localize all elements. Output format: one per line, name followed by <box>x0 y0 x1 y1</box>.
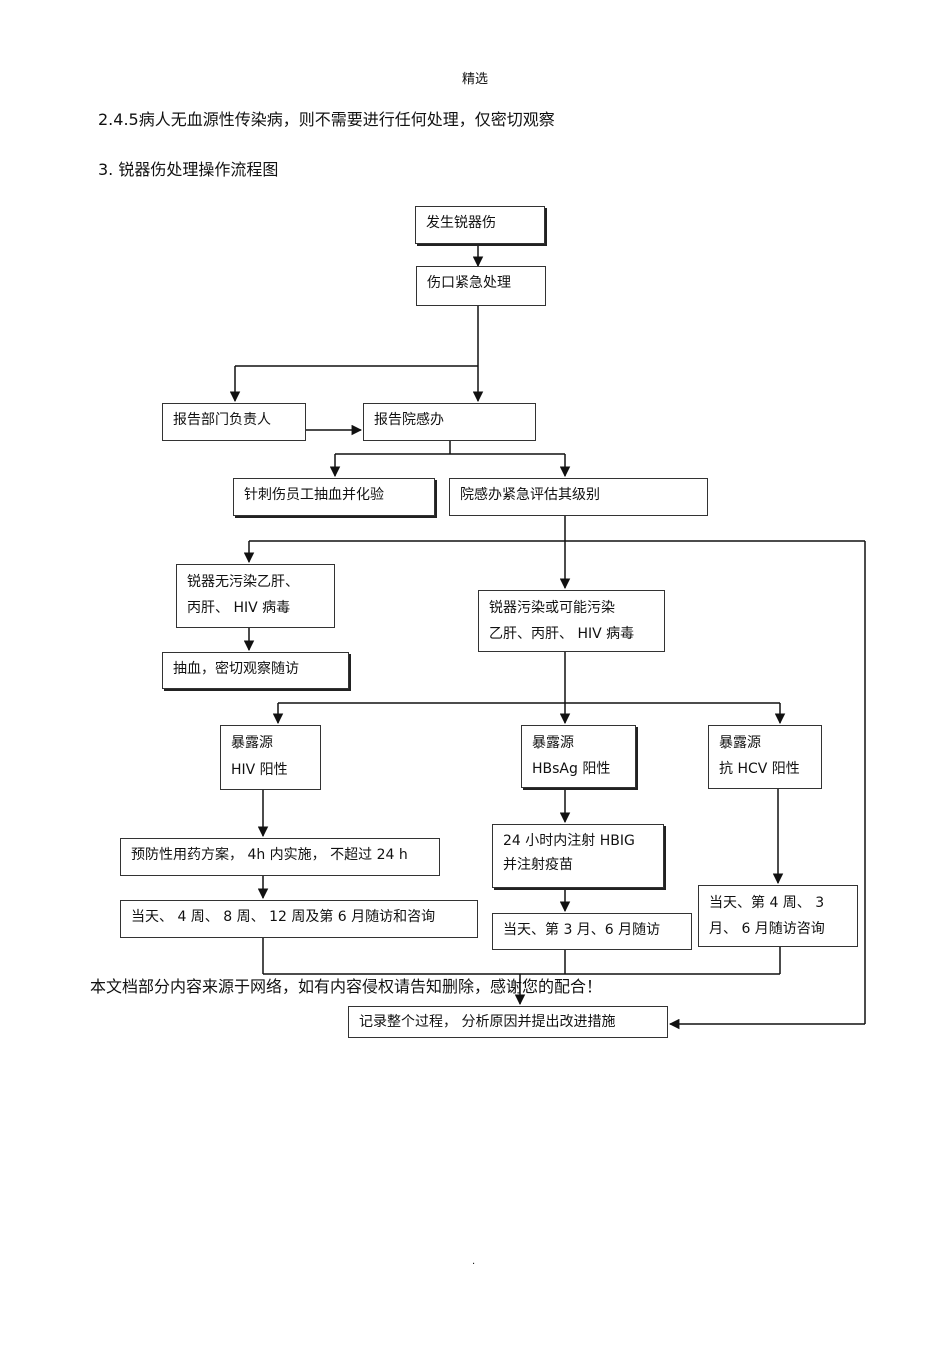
box-hiv-drug: 预防性用药方案， 4h 内实施， 不超过 24 h <box>120 838 440 876</box>
footer-note: 本文档部分内容来源于网络，如有内容侵权请告知删除，感谢您的配合！ <box>90 977 603 996</box>
box-hcv-follow: 当天、第 4 周、 3 月、 6 月随访咨询 <box>698 885 858 947</box>
box-pollution: 锐器污染或可能污染 乙肝、丙肝、 HIV 病毒 <box>478 590 665 652</box>
page-dot: . <box>472 1256 476 1267</box>
box-wound-treatment: 伤口紧急处理 <box>416 266 546 306</box>
box-hbsag-source: 暴露源 HBsAg 阳性 <box>521 725 636 788</box>
box-record: 记录整个过程， 分析原因并提出改进措施 <box>348 1006 668 1038</box>
box-report-dept: 报告部门负责人 <box>162 403 306 441</box>
box-no-pollution: 锐器无污染乙肝、 丙肝、 HIV 病毒 <box>176 564 335 628</box>
box-follow-observe: 抽血，密切观察随访 <box>162 652 349 689</box>
box-occur: 发生锐器伤 <box>415 206 545 244</box>
box-blood-test: 针刺伤员工抽血并化验 <box>233 478 435 516</box>
box-hiv-source: 暴露源 HIV 阳性 <box>220 725 321 790</box>
box-hcv-source: 暴露源 抗 HCV 阳性 <box>708 725 822 789</box>
box-report-office: 报告院感办 <box>363 403 536 441</box>
section-title-3: 3. 锐器伤处理操作流程图 <box>98 160 279 179</box>
box-assess: 院感办紧急评估其级别 <box>449 478 708 516</box>
paragraph-2-4-5: 2.4.5病人无血源性传染病，则不需要进行任何处理，仅密切观察 <box>98 110 555 129</box>
box-hiv-follow: 当天、 4 周、 8 周、 12 周及第 6 月随访和咨询 <box>120 900 478 938</box>
box-hb-follow: 当天、第 3 月、6 月随访 <box>492 913 692 950</box>
page-header: 精选 <box>461 72 488 87</box>
box-hbig: 24 小时内注射 HBIG 并注射疫苗 <box>492 824 664 888</box>
